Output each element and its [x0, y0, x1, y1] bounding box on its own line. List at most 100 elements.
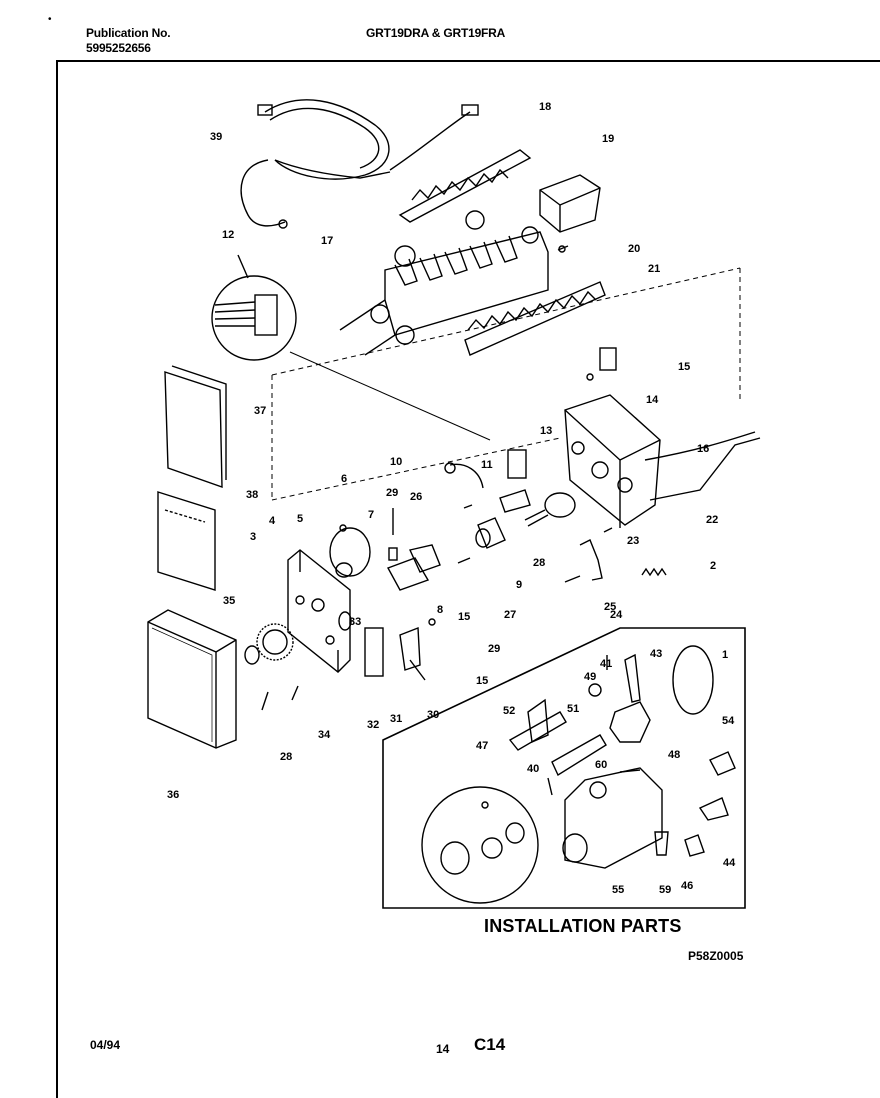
- switch-bracket-part: [338, 544, 441, 681]
- manual-booklet-part: [164, 365, 227, 488]
- installation-parts-frame: [382, 627, 746, 909]
- callout-number: 54: [722, 715, 735, 727]
- callout-number: 40: [527, 763, 539, 775]
- callout-number: 4: [269, 515, 276, 527]
- callout-number: 47: [476, 740, 488, 752]
- housing-part: [564, 394, 761, 528]
- valve-fitting-detail: [421, 786, 539, 904]
- callout-number: 25: [604, 601, 616, 613]
- callout-number: 14: [646, 394, 659, 406]
- callout-number: 13: [540, 425, 552, 437]
- callout-number: 39: [210, 131, 222, 143]
- callout-number: 6: [341, 473, 347, 485]
- callout-number: 59: [659, 884, 671, 896]
- callout-number: 28: [280, 751, 292, 763]
- timer-motor-part: [329, 527, 371, 578]
- model-numbers: GRT19DRA & GRT19FRA: [366, 26, 506, 40]
- screw-part: [457, 557, 471, 564]
- callout-number: 16: [697, 443, 709, 455]
- publication-label: Publication No.: [86, 26, 171, 40]
- callout-number: 32: [367, 719, 379, 731]
- corner-mark: •: [48, 14, 52, 25]
- screw-head: [558, 245, 566, 253]
- callout-number: 9: [516, 579, 522, 591]
- callout-number: 22: [706, 514, 718, 526]
- callout-number: 33: [349, 616, 361, 628]
- clip-part: [684, 834, 705, 857]
- callout-number: 26: [410, 491, 422, 503]
- bracket-part: [624, 653, 641, 703]
- screw-part: [291, 685, 299, 701]
- screw-part: [463, 504, 473, 509]
- footer-page-number: 14: [436, 1042, 450, 1056]
- lever-part: [444, 449, 531, 513]
- grommet-part: [654, 831, 669, 856]
- heater-part: [464, 281, 606, 356]
- sleeve-part: [527, 698, 549, 744]
- water-valve-part: [562, 767, 663, 869]
- spring-part: [641, 567, 667, 577]
- callout-number: 15: [678, 361, 690, 373]
- callout-number: 31: [390, 713, 402, 725]
- callout-number: 24: [610, 609, 623, 621]
- callout-number: 28: [533, 557, 545, 569]
- switch-part: [586, 347, 617, 381]
- callout-number: 55: [612, 884, 624, 896]
- screw-part: [261, 691, 269, 711]
- callout-number: 2: [710, 560, 716, 572]
- mounting-plate-part: [287, 549, 351, 673]
- ejector-blade-part: [398, 149, 532, 223]
- callout-number: 51: [567, 703, 579, 715]
- nut-part: [609, 701, 651, 743]
- instruction-card-part: [157, 491, 216, 591]
- callout-number: 7: [368, 509, 374, 521]
- page-border: [56, 60, 880, 1098]
- callout-number: 49: [584, 671, 596, 683]
- callout-number: 8: [437, 604, 443, 616]
- callout-number: 52: [503, 705, 515, 717]
- connector-detail: [211, 254, 297, 361]
- callout-number: 18: [539, 101, 551, 113]
- callout-number: 15: [458, 611, 470, 623]
- callout-number: 19: [602, 133, 614, 145]
- cover-part: [539, 174, 601, 233]
- callout-number: 46: [681, 880, 693, 892]
- footer-section: C14: [474, 1035, 506, 1054]
- washer-part: [588, 683, 602, 697]
- callout-number: 10: [390, 456, 402, 468]
- callout-number: 48: [668, 749, 680, 761]
- thermostat-part: [475, 517, 506, 549]
- shipping-box-part: [147, 609, 237, 749]
- callout-number: 60: [595, 759, 607, 771]
- diagram-reference-code: P58Z0005: [688, 949, 744, 963]
- screw-part: [603, 527, 613, 533]
- screw-part: [619, 769, 641, 773]
- tube-part: [508, 711, 607, 796]
- motor-part: [524, 492, 576, 527]
- callout-number: 21: [648, 263, 660, 275]
- installation-parts-title: INSTALLATION PARTS: [484, 916, 682, 936]
- clamp-part: [698, 797, 729, 821]
- wire-harness-part: [240, 99, 479, 229]
- callout-number: 23: [627, 535, 639, 547]
- callout-number: 36: [167, 789, 179, 801]
- ice-mold-part: [339, 210, 549, 356]
- callout-number: 37: [254, 405, 266, 417]
- callout-number: 29: [386, 487, 398, 499]
- callout-number: 5: [297, 513, 303, 525]
- callout-number: 34: [318, 729, 331, 741]
- callout-number: 30: [427, 709, 439, 721]
- callout-number: 29: [488, 643, 500, 655]
- callout-number: 15: [476, 675, 488, 687]
- callout-number: 43: [650, 648, 662, 660]
- leader-line: [289, 351, 491, 441]
- callout-number: 44: [723, 857, 736, 869]
- callout-number: 38: [246, 489, 258, 501]
- screw-part: [564, 575, 581, 583]
- callout-number: 12: [222, 229, 234, 241]
- callout-number: 3: [250, 531, 256, 543]
- callout-number: 17: [321, 235, 333, 247]
- footer-date: 04/94: [90, 1038, 121, 1052]
